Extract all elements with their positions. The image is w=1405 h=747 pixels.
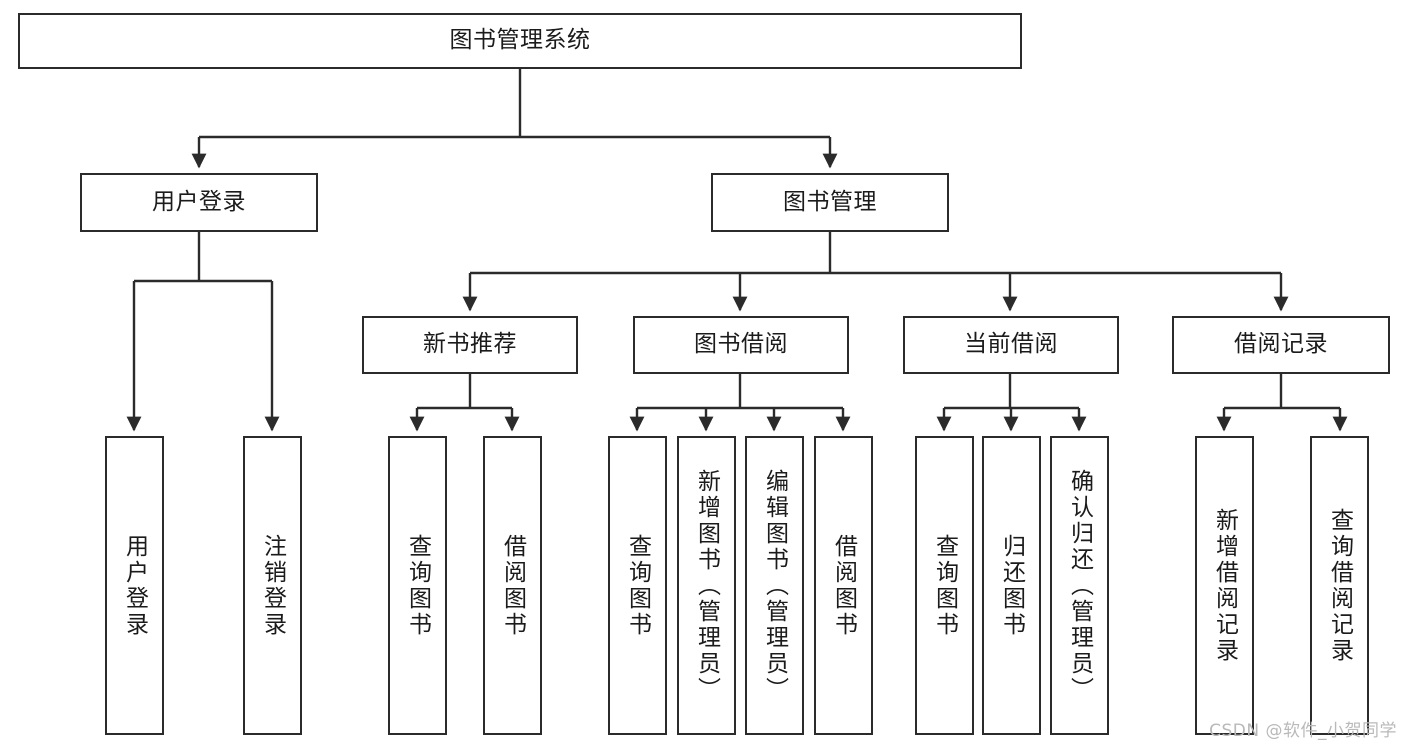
node-book-borrow[interactable]: 图书借阅 [633, 316, 849, 374]
node-label: 图书管理 [783, 188, 877, 215]
node-label: 借阅图书 [830, 533, 857, 638]
node-label: 当前借阅 [964, 331, 1058, 358]
node-label: 注销登录 [259, 533, 286, 638]
node-label: 新书推荐 [423, 331, 517, 358]
node-label: 查询图书 [404, 533, 431, 638]
leaf-current-borrow-confirm-return-admin[interactable]: 确认归还（管理员） [1050, 436, 1109, 735]
node-label: 用户登录 [152, 188, 246, 215]
node-user-login[interactable]: 用户登录 [80, 173, 318, 232]
leaf-current-borrow-return-book[interactable]: 归还图书 [982, 436, 1041, 735]
leaf-book-borrow-borrow-book[interactable]: 借阅图书 [814, 436, 873, 735]
node-label: 归还图书 [998, 533, 1025, 638]
node-label: 图书管理系统 [449, 27, 591, 54]
leaf-current-borrow-query-book[interactable]: 查询图书 [915, 436, 974, 735]
node-label: 编辑图书（管理员） [761, 468, 788, 703]
leaf-borrow-record-add-record[interactable]: 新增借阅记录 [1195, 436, 1254, 735]
node-root-book-management-system[interactable]: 图书管理系统 [18, 13, 1022, 69]
node-book-management[interactable]: 图书管理 [711, 173, 949, 232]
leaf-new-book-query-book[interactable]: 查询图书 [388, 436, 447, 735]
node-label: 借阅图书 [499, 533, 526, 638]
leaf-book-borrow-query-book[interactable]: 查询图书 [608, 436, 667, 735]
csdn-watermark: CSDN @软件_小贺同学 [1209, 721, 1397, 741]
leaf-new-book-borrow-book[interactable]: 借阅图书 [483, 436, 542, 735]
node-label: 查询图书 [624, 533, 651, 638]
node-borrow-record[interactable]: 借阅记录 [1172, 316, 1390, 374]
leaf-user-login-signout[interactable]: 注销登录 [243, 436, 302, 735]
leaf-borrow-record-query-record[interactable]: 查询借阅记录 [1310, 436, 1369, 735]
node-label: 用户登录 [121, 533, 148, 638]
node-new-book-recommend[interactable]: 新书推荐 [362, 316, 578, 374]
node-label: 新增借阅记录 [1211, 507, 1238, 664]
node-label: 借阅记录 [1234, 331, 1328, 358]
leaf-user-login-signin[interactable]: 用户登录 [105, 436, 164, 735]
node-label: 图书借阅 [694, 331, 788, 358]
leaf-book-borrow-edit-book-admin[interactable]: 编辑图书（管理员） [745, 436, 804, 735]
node-label: 查询图书 [931, 533, 958, 638]
node-label: 新增图书（管理员） [693, 468, 720, 703]
node-current-borrow[interactable]: 当前借阅 [903, 316, 1119, 374]
leaf-book-borrow-add-book-admin[interactable]: 新增图书（管理员） [677, 436, 736, 735]
node-label: 查询借阅记录 [1326, 507, 1353, 664]
node-label: 确认归还（管理员） [1066, 468, 1093, 703]
